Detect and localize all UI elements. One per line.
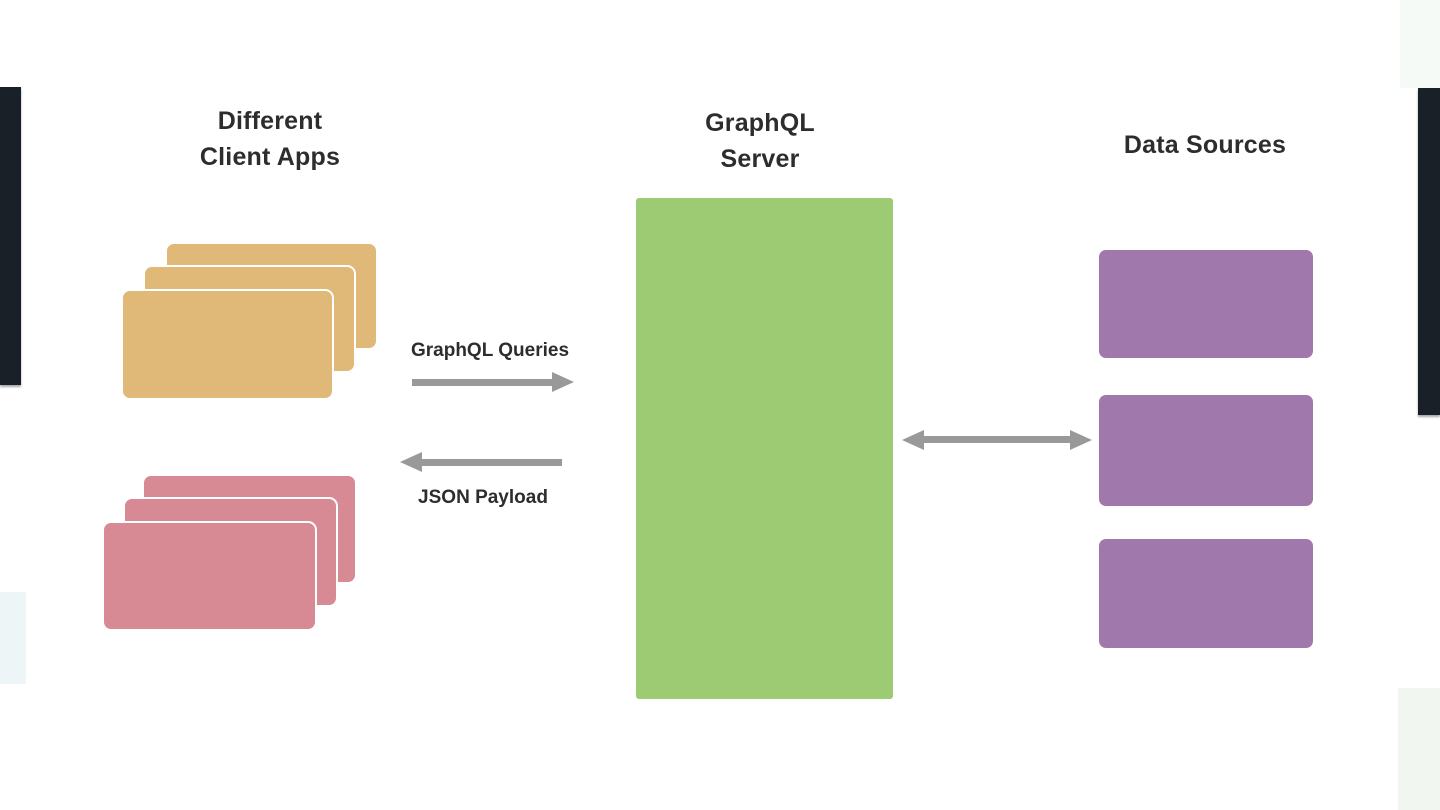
clients-title-line1: Different <box>217 107 323 135</box>
data-source-block-1 <box>1099 250 1313 358</box>
graphql-server-block <box>636 198 893 699</box>
left-edge-bar <box>0 87 21 385</box>
client-app-card-yellow-front <box>121 289 334 400</box>
sources-title: Data Sources <box>1123 131 1287 159</box>
sources-column-title: Data Sources <box>1105 127 1305 163</box>
background-wisp-top-right <box>1400 0 1440 88</box>
server-sources-arrow-left-icon <box>902 430 924 450</box>
server-sources-arrow-right-icon <box>1070 430 1092 450</box>
client-app-card-pink-front <box>102 521 317 631</box>
graphql-queries-label: GraphQL Queries <box>410 340 570 361</box>
server-sources-arrow-shaft <box>923 436 1071 443</box>
clients-title-line2: Client Apps <box>199 143 341 171</box>
background-wisp-bottom-right <box>1398 688 1440 810</box>
payload-arrow-shaft <box>421 459 562 466</box>
right-edge-bar <box>1418 88 1440 415</box>
data-source-block-2 <box>1099 395 1313 506</box>
data-source-block-3 <box>1099 539 1313 648</box>
background-wisp-left <box>0 592 26 684</box>
payload-arrow-left-icon <box>400 452 422 472</box>
json-payload-label: JSON Payload <box>418 487 548 508</box>
clients-column-title: Different Client Apps <box>150 103 390 175</box>
server-column-title: GraphQL Server <box>660 105 860 177</box>
queries-arrow-right-icon <box>552 372 574 392</box>
server-title-line2: Server <box>720 145 800 173</box>
server-title-line1: GraphQL <box>705 109 815 137</box>
queries-arrow-shaft <box>412 379 553 386</box>
